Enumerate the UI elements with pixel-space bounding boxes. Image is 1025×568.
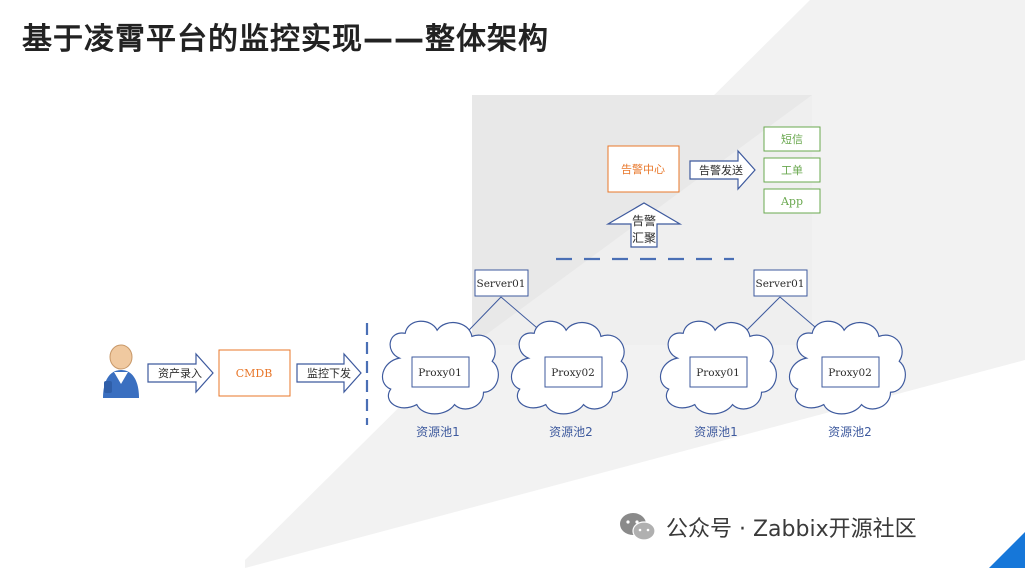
proxy-label: Proxy02 <box>828 367 872 379</box>
alert-channel-app: App <box>763 188 821 214</box>
server-label: Server01 <box>477 278 526 290</box>
alert-send-arrow: 告警发送 <box>689 149 756 191</box>
proxy-box <box>411 356 470 388</box>
proxy-box <box>821 356 880 388</box>
proxy-label: Proxy01 <box>418 367 462 379</box>
server-box <box>753 269 808 297</box>
proxy-label: Proxy01 <box>696 367 740 379</box>
alert-channel-sms: 短信 <box>763 126 821 152</box>
alert-send-label: 告警发送 <box>699 163 743 177</box>
cmdb-label: CMDB <box>236 367 273 380</box>
alert-channel-ticket: 工单 <box>763 157 821 183</box>
watermark-text: 公众号 · Zabbix开源社区 <box>666 517 917 542</box>
alert-aggregation-label-line1: 告警 <box>632 213 656 228</box>
server-group-1: Server01 Proxy01 Proxy02 资源池1 资源池2 <box>381 269 629 439</box>
slide-title: 基于凌霄平台的监控实现——整体架构 <box>22 22 549 57</box>
wechat-icon <box>620 513 656 541</box>
monitor-dispatch-arrow: 监控下发 <box>296 352 362 394</box>
pool-label: 资源池2 <box>828 425 872 439</box>
alert-center-label: 告警中心 <box>621 162 665 176</box>
cmdb-box: CMDB <box>218 349 291 397</box>
corner-accent <box>989 532 1025 568</box>
alert-aggregation-arrow: 告警 汇聚 <box>605 202 683 248</box>
user-person-icon <box>103 344 139 398</box>
alert-channel-label: 工单 <box>781 164 803 177</box>
proxy-label: Proxy02 <box>551 367 595 379</box>
server-group-2: Server01 Proxy01 Proxy02 资源池1 资源池2 <box>659 269 907 439</box>
alert-center-box: 告警中心 <box>607 145 680 193</box>
server-label: Server01 <box>756 278 805 290</box>
monitor-dispatch-label: 监控下发 <box>307 366 351 380</box>
pool-label: 资源池1 <box>694 425 738 439</box>
proxy-box <box>544 356 603 388</box>
pool-label: 资源池1 <box>416 425 460 439</box>
asset-entry-arrow: 资产录入 <box>147 352 214 394</box>
server-box <box>474 269 529 297</box>
proxy-box <box>689 356 748 388</box>
pool-label: 资源池2 <box>549 425 593 439</box>
alert-channel-label: App <box>780 195 803 208</box>
alert-channel-label: 短信 <box>781 132 803 146</box>
watermark: 公众号 · Zabbix开源社区 <box>618 510 917 544</box>
alert-aggregation-label-line2: 汇聚 <box>632 231 656 245</box>
asset-entry-label: 资产录入 <box>158 366 202 380</box>
